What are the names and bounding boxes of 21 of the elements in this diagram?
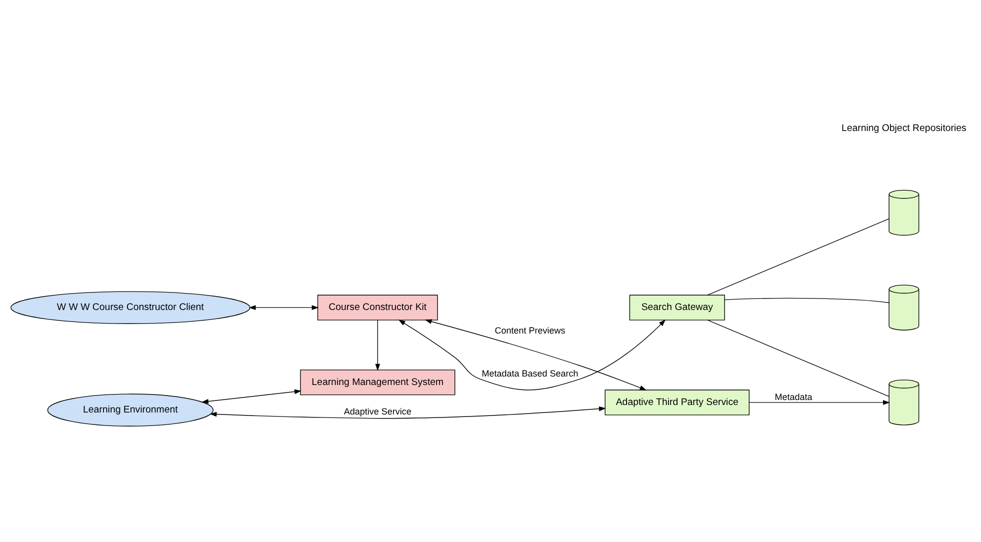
edge-label: Metadata xyxy=(774,392,812,402)
node-box: Course Constructor Kit xyxy=(317,294,438,320)
arrow xyxy=(749,400,890,405)
edge-label: Content Previews xyxy=(494,325,566,336)
arrow xyxy=(375,320,380,371)
label: Learning Object Repositories xyxy=(841,122,966,134)
edge-label: Metadata Based Search xyxy=(482,368,578,378)
arrow xyxy=(424,319,647,390)
connector xyxy=(707,320,890,397)
node-box: Learning Management System xyxy=(300,370,456,396)
arrow xyxy=(248,305,319,310)
node-ellipse: W W W Course Constructor Client xyxy=(10,291,250,324)
arrow xyxy=(398,319,666,390)
connector xyxy=(724,298,890,304)
node-box: Search Gateway xyxy=(629,294,725,320)
arrow xyxy=(210,406,606,419)
node-box: Adaptive Third Party Service xyxy=(604,390,750,416)
arrow xyxy=(202,389,302,404)
connector xyxy=(707,218,890,296)
node-ellipse: Learning Environment xyxy=(47,394,214,426)
edge-label: Adaptive Service xyxy=(344,406,412,417)
